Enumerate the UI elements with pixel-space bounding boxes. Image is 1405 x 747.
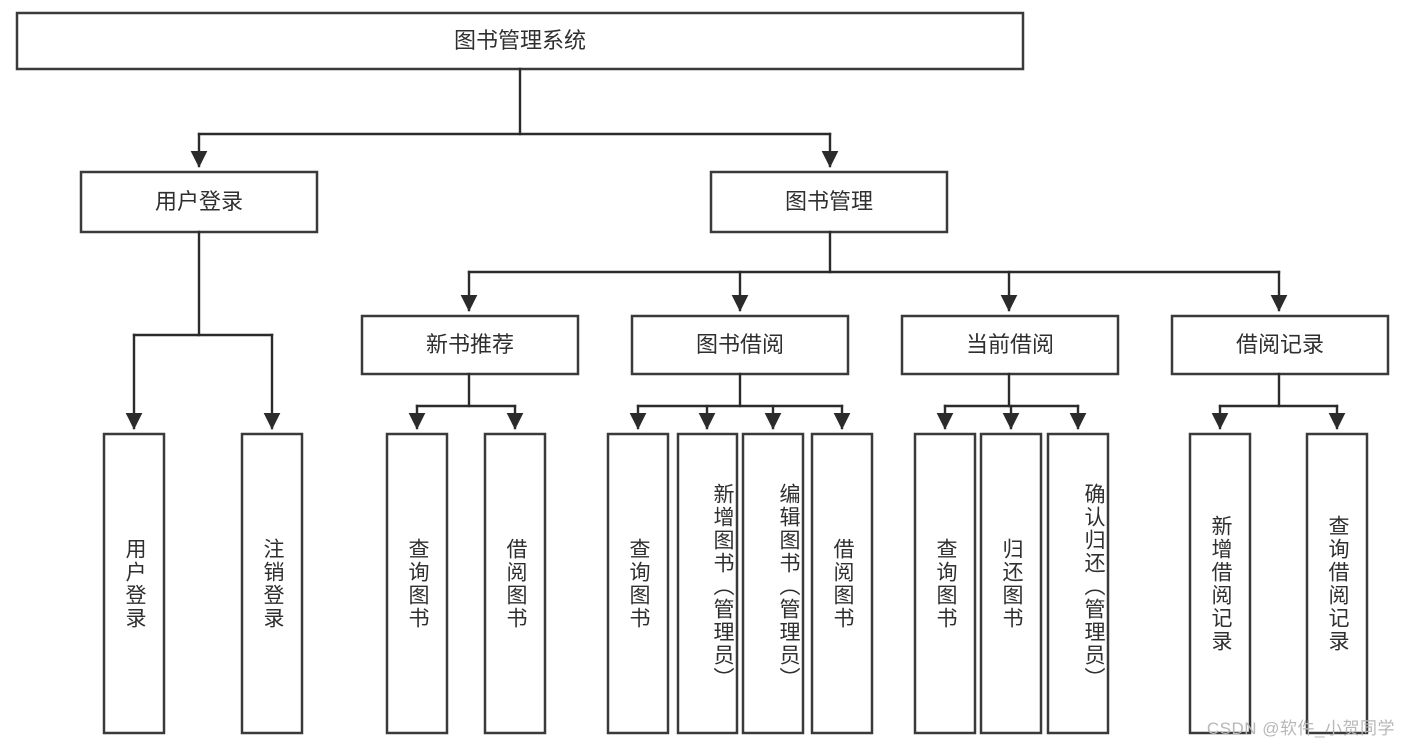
node-box-root[interactable] [15,11,1025,71]
node-box-book-management[interactable] [709,170,949,234]
leaf-box-add-borrow-record[interactable] [1188,432,1252,735]
node-box-current-borrow[interactable] [900,314,1120,376]
leaf-box-confirm-return-admin[interactable] [1046,432,1110,735]
leaf-box-query-book-rec[interactable] [385,432,449,735]
node-box-new-book-recommend[interactable] [360,314,580,376]
leaf-box-borrow-book-rec[interactable] [483,432,547,735]
node-box-user-login[interactable] [79,170,319,234]
leaf-box-query-borrow-record[interactable] [1305,432,1369,735]
leaf-box-logout[interactable] [240,432,304,735]
leaf-box-user-login[interactable] [102,432,166,735]
node-box-borrow-record[interactable] [1170,314,1390,376]
leaf-box-return-book[interactable] [979,432,1043,735]
leaf-box-query-book-current[interactable] [913,432,977,735]
watermark-text: CSDN @软件_小贺同学 [1206,719,1395,738]
leaf-box-borrow-book[interactable] [810,432,874,735]
leaf-box-add-book-admin[interactable] [676,432,739,735]
leaf-box-edit-book-admin[interactable] [741,432,805,735]
leaf-box-query-book-borrow[interactable] [606,432,670,735]
node-box-book-borrow[interactable] [630,314,850,376]
